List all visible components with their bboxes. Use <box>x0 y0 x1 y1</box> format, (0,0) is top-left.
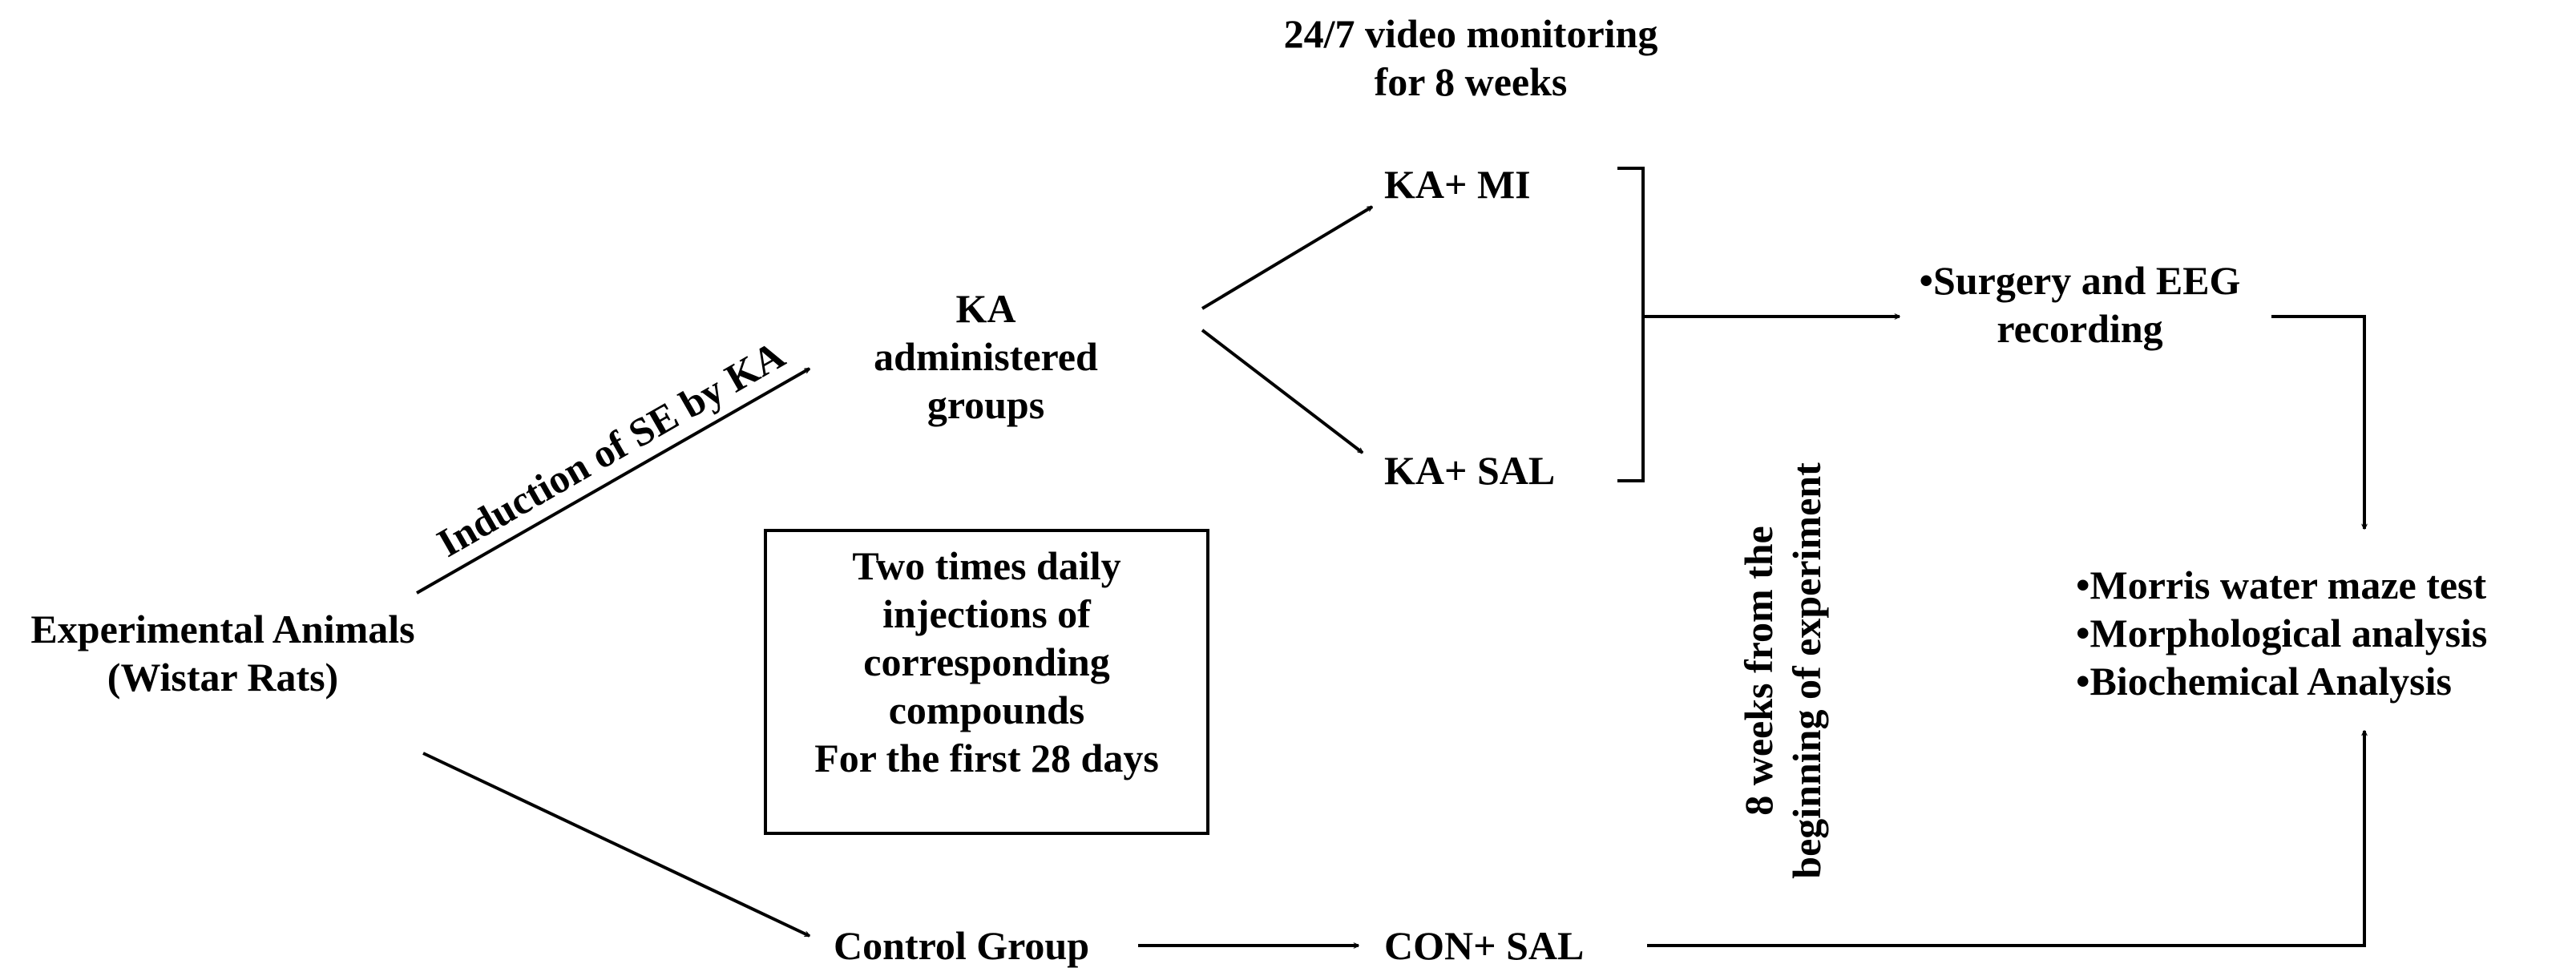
arrow-consal-to-outcomes <box>1647 731 2364 947</box>
surgery-label: •Surgery and EEG recording <box>1900 256 2260 353</box>
ka-mi-label: KA+ MI <box>1384 162 1531 207</box>
arrow-animals-to-control <box>422 752 810 938</box>
injections-box: Two times daily injections of correspond… <box>764 529 1209 835</box>
ka-groups-label: KA administered groups <box>866 284 1106 429</box>
ka-sal-label: KA+ SAL <box>1384 448 1556 493</box>
arrow-surgery-to-outcomes <box>2271 315 2364 529</box>
outcome-item-2: •Morphological analysis <box>2076 611 2488 655</box>
monitoring-line-1: 24/7 video monitoring <box>1283 11 1658 56</box>
monitoring-line-2: for 8 weeks <box>1374 59 1568 104</box>
injections-line-1: Two times daily <box>852 543 1121 588</box>
experimental-animals-label: Experimental Animals (Wistar Rats) <box>6 605 439 701</box>
arrow-ka-to-mi <box>1201 205 1372 310</box>
outcome-item-3: •Biochemical Analysis <box>2076 659 2452 704</box>
con-sal-label: CON+ SAL <box>1384 923 1585 968</box>
injections-line-2: injections of <box>882 591 1091 636</box>
experimental-animals-line-2: (Wistar Rats) <box>107 655 339 700</box>
outcome-item-1: •Morris water maze test <box>2076 563 2487 607</box>
surgery-line-1: •Surgery and EEG <box>1919 258 2241 303</box>
arrow-ka-to-sal <box>1201 329 1363 454</box>
ka-groups-line-1: KA <box>955 286 1016 331</box>
weeks-label: 8 weeks from the beginning of experiment <box>1734 414 1831 927</box>
outcomes-list: •Morris water maze test •Morphological a… <box>2076 561 2573 705</box>
ka-groups-line-3: groups <box>927 382 1045 427</box>
bracket-ka-groups <box>1617 167 1645 482</box>
weeks-line-1: 8 weeks from the <box>1736 526 1781 816</box>
injections-line-5: For the first 28 days <box>814 736 1159 780</box>
arrow-induction-to-ka <box>416 367 810 595</box>
experimental-animals-line-1: Experimental Animals <box>30 607 415 651</box>
ka-groups-line-2: administered <box>874 334 1098 379</box>
control-group-label: Control Group <box>834 923 1090 968</box>
injections-line-4: compounds <box>888 688 1085 732</box>
surgery-line-2: recording <box>1997 306 2163 351</box>
weeks-line-2: beginning of experiment <box>1784 462 1829 879</box>
injections-line-3: corresponding <box>863 639 1110 684</box>
